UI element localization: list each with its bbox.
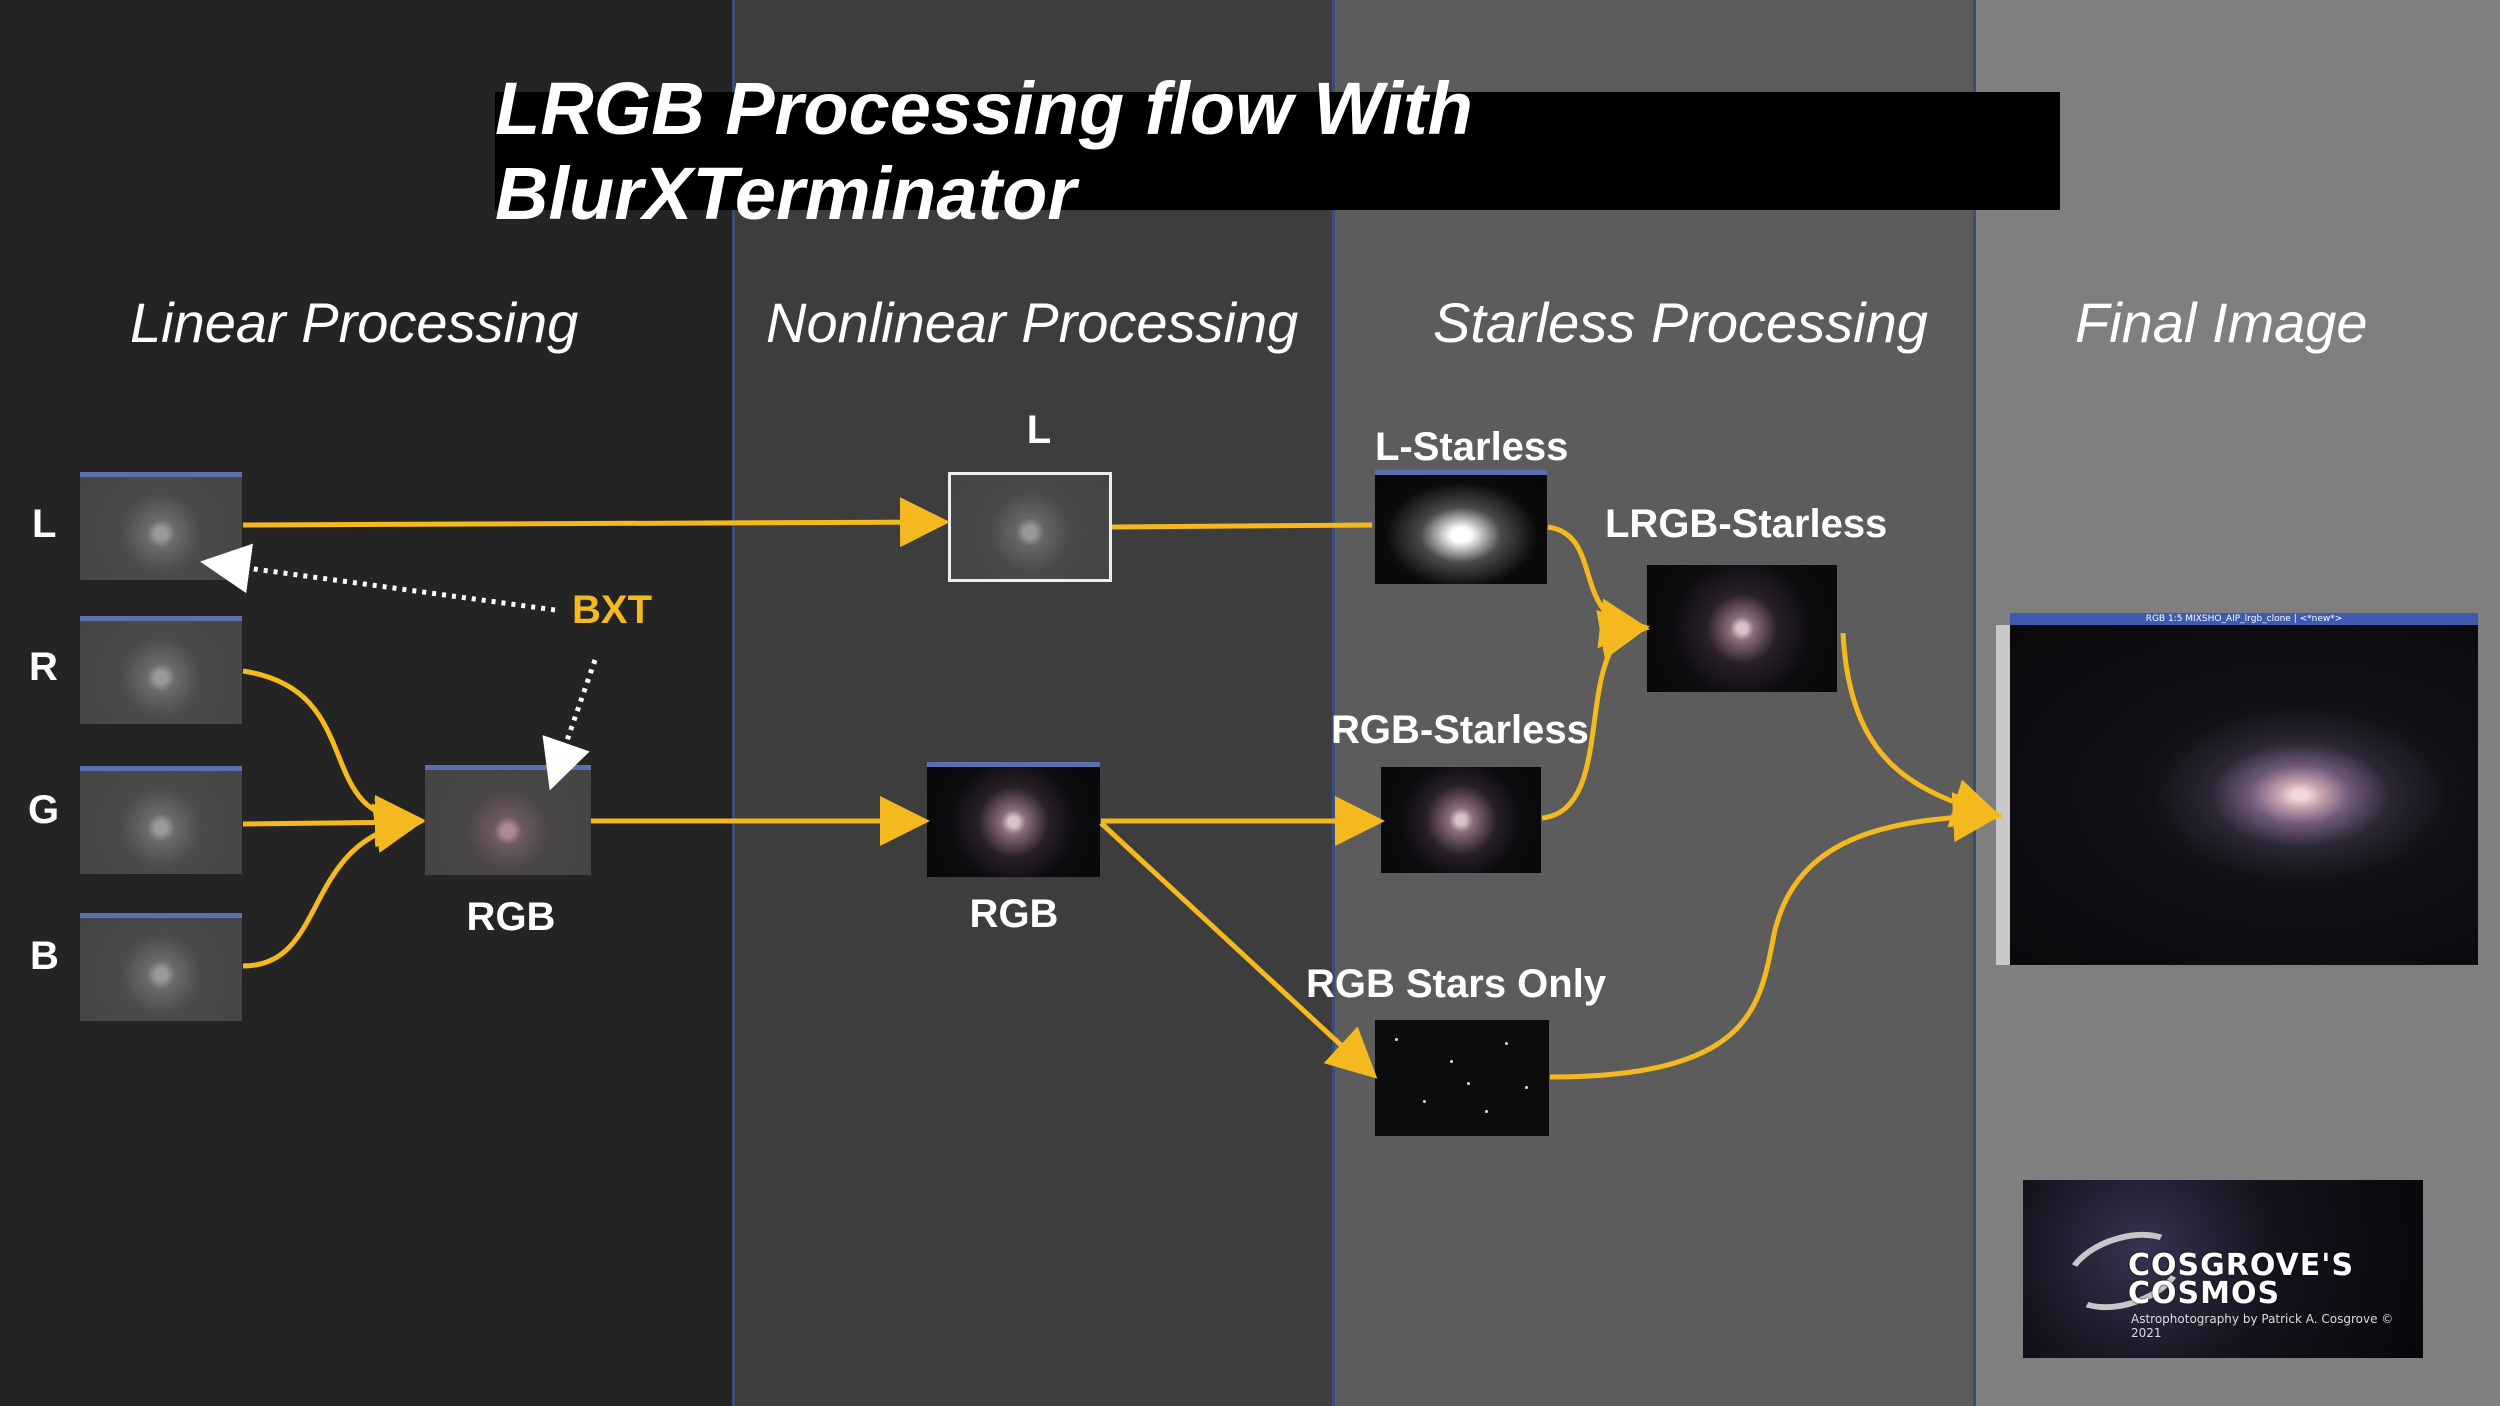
thumb-lrgb-starless (1647, 565, 1837, 692)
thumb-b-linear (80, 913, 242, 1021)
thumb-l-nonlinear (948, 472, 1112, 582)
arrow-r-to-rgb (242, 668, 425, 845)
label-l: L (32, 502, 57, 546)
final-image-window: RGB 1:5 MIXSHO_AIP_lrgb_clone | <*new*> (1996, 613, 2478, 965)
logo-line1: COSGROVE'S (2128, 1248, 2355, 1283)
label-r: R (29, 645, 58, 689)
label-g: G (28, 788, 60, 832)
label-rgb-linear: RGB (466, 895, 556, 939)
label-lrgb-starless: LRGB-Starless (1605, 502, 1888, 546)
logo-line2: COSMOS (2128, 1276, 2281, 1311)
thumb-r-linear (80, 616, 242, 724)
starless-column (1332, 0, 1973, 1406)
thumb-rgb-starless (1381, 767, 1541, 873)
nonlinear-column (732, 0, 1332, 1406)
bxt-arrow-to-rgb (542, 659, 598, 791)
arrow-l-to-l-nonlinear (242, 497, 950, 548)
label-b: B (30, 934, 59, 978)
arrow-stars-to-final (1549, 792, 2003, 1080)
arrow-lrgb-to-final (1840, 632, 2003, 828)
final-window-titlebar: RGB 1:5 MIXSHO_AIP_lrgb_clone | <*new*> (2010, 613, 2478, 625)
thumb-l-starless (1375, 470, 1547, 584)
logo-tagline: Astrophotography by Patrick A. Cosgrove … (2131, 1312, 2394, 1340)
label-l-nonlinear: L (1026, 408, 1052, 452)
arrow-b-to-rgb (242, 803, 425, 969)
heading-starless: Starless Processing (1433, 291, 1928, 354)
heading-linear: Linear Processing (130, 291, 579, 354)
thumb-rgb-stars-only (1375, 1020, 1549, 1136)
logo-title: COSGROVE'S COSMOS (2128, 1248, 2355, 1311)
arrow-l-nonlinear-to-l-starless (1111, 522, 1373, 530)
thumb-rgb-nonlinear (927, 762, 1100, 877)
arrow-rgb-nonlinear-to-stars-only (1099, 821, 1378, 1079)
label-l-starless: L-Starless (1375, 425, 1569, 469)
label-rgb-nonlinear: RGB (969, 892, 1059, 936)
arrow-l-starless-to-lrgb (1547, 524, 1650, 649)
label-rgb-starless: RGB-Starless (1331, 708, 1589, 752)
arrow-g-to-rgb (242, 797, 425, 848)
thumb-g-linear (80, 766, 242, 874)
label-bxt: BXT (572, 588, 652, 632)
thumb-l-linear (80, 472, 242, 580)
heading-nonlinear: Nonlinear Processing (766, 291, 1299, 354)
label-rgb-stars-only: RGB Stars Only (1306, 962, 1607, 1006)
arrow-rgb-starless-to-lrgb (1541, 610, 1650, 821)
heading-final: Final Image (2075, 291, 2368, 354)
bxt-arrow-to-l (200, 543, 556, 613)
cosgroves-cosmos-logo: COSGROVE'S COSMOS Astrophotography by Pa… (2023, 1180, 2423, 1358)
